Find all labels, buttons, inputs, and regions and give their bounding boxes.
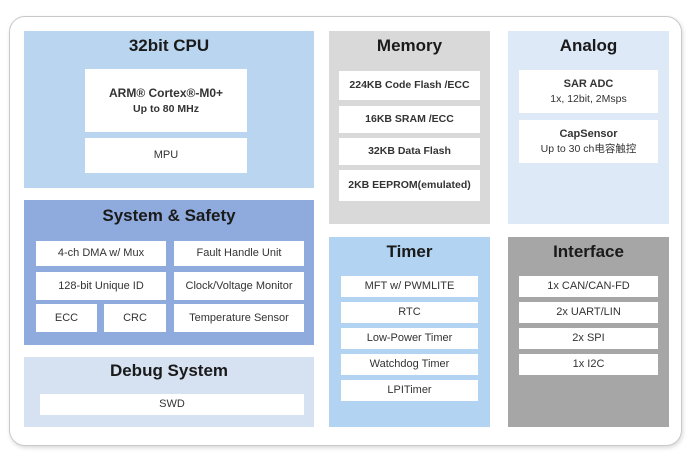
memory-item-label: 32KB Data Flash [368, 145, 451, 158]
timer-title: Timer [386, 242, 433, 261]
timer-item: Low-Power Timer [341, 328, 478, 349]
swd-label: SWD [159, 398, 185, 411]
interface-item: 1x I2C [519, 354, 658, 375]
timer-item-label: RTC [398, 306, 421, 319]
memory-title: Memory [376, 36, 443, 55]
capsensor-name: CapSensor [559, 127, 618, 140]
memory-item: 2KB EEPROM(emulated) [339, 170, 480, 201]
safety-panel: System & Safety 4-ch DMA w/ Mux Fault Ha… [24, 200, 314, 345]
crc-box: CRC [104, 304, 166, 332]
crc-label: CRC [123, 311, 147, 324]
interface-title: Interface [553, 242, 624, 261]
cpu-panel: 32bit CPU ARM® Cortex®-M0+ Up to 80 MHz … [24, 31, 314, 188]
analog-title: Analog [559, 36, 618, 55]
memory-item: 16KB SRAM /ECC [339, 106, 480, 133]
adc-spec: 1x, 12bit, 2Msps [550, 92, 627, 105]
interface-item-label: 2x UART/LIN [556, 306, 621, 319]
memory-item-label: 224KB Code Flash /ECC [349, 79, 470, 92]
memory-item-label: 2KB EEPROM(emulated) [348, 179, 471, 192]
dma-box: 4-ch DMA w/ Mux [36, 241, 166, 266]
debug-panel: Debug System SWD [24, 357, 314, 427]
analog-panel: Analog SAR ADC 1x, 12bit, 2Msps CapSenso… [508, 31, 669, 224]
timer-item-label: LPITimer [387, 384, 432, 397]
mpu-box: MPU [85, 138, 247, 173]
mpu-label: MPU [153, 149, 179, 162]
ecc-label: ECC [54, 311, 79, 324]
memory-panel: Memory 224KB Code Flash /ECC 16KB SRAM /… [329, 31, 490, 224]
uid-label: 128-bit Unique ID [58, 279, 144, 292]
interface-item: 2x UART/LIN [519, 302, 658, 323]
capsensor-box: CapSensor Up to 30 ch电容触控 [519, 120, 658, 163]
ecc-box: ECC [36, 304, 97, 332]
adc-name: SAR ADC [563, 77, 614, 90]
capsensor-spec: Up to 30 ch电容触控 [540, 142, 637, 155]
timer-item-label: Low-Power Timer [366, 332, 453, 345]
interface-item-label: 1x I2C [572, 358, 605, 371]
interface-item: 1x CAN/CAN-FD [519, 276, 658, 297]
clock-label: Clock/Voltage Monitor [185, 279, 293, 292]
adc-box: SAR ADC 1x, 12bit, 2Msps [519, 70, 658, 113]
interface-item-label: 1x CAN/CAN-FD [547, 280, 630, 293]
interface-item: 2x SPI [519, 328, 658, 349]
memory-item: 32KB Data Flash [339, 138, 480, 165]
timer-panel: Timer MFT w/ PWMLITE RTC Low-Power Timer… [329, 237, 490, 427]
fault-box: Fault Handle Unit [174, 241, 304, 266]
cpu-core-speed: Up to 80 MHz [133, 102, 199, 115]
cpu-core-name: ARM® Cortex®-M0+ [108, 86, 224, 101]
timer-item-label: Watchdog Timer [369, 358, 450, 371]
dma-label: 4-ch DMA w/ Mux [57, 247, 145, 260]
fault-label: Fault Handle Unit [196, 247, 282, 260]
uid-box: 128-bit Unique ID [36, 272, 166, 300]
interface-item-label: 2x SPI [572, 332, 605, 345]
memory-item: 224KB Code Flash /ECC [339, 71, 480, 100]
timer-item: RTC [341, 302, 478, 323]
safety-title: System & Safety [102, 206, 236, 225]
cpu-title: 32bit CPU [128, 36, 210, 55]
temp-box: Temperature Sensor [174, 304, 304, 332]
swd-box: SWD [40, 394, 304, 415]
debug-title: Debug System [109, 361, 229, 380]
timer-item: LPITimer [341, 380, 478, 401]
cpu-core-box: ARM® Cortex®-M0+ Up to 80 MHz [85, 69, 247, 132]
timer-item: Watchdog Timer [341, 354, 478, 375]
timer-item-label: MFT w/ PWMLITE [364, 280, 455, 293]
memory-item-label: 16KB SRAM /ECC [365, 113, 454, 126]
interface-panel: Interface 1x CAN/CAN-FD 2x UART/LIN 2x S… [508, 237, 669, 427]
timer-item: MFT w/ PWMLITE [341, 276, 478, 297]
temp-label: Temperature Sensor [189, 311, 289, 324]
clock-box: Clock/Voltage Monitor [174, 272, 304, 300]
